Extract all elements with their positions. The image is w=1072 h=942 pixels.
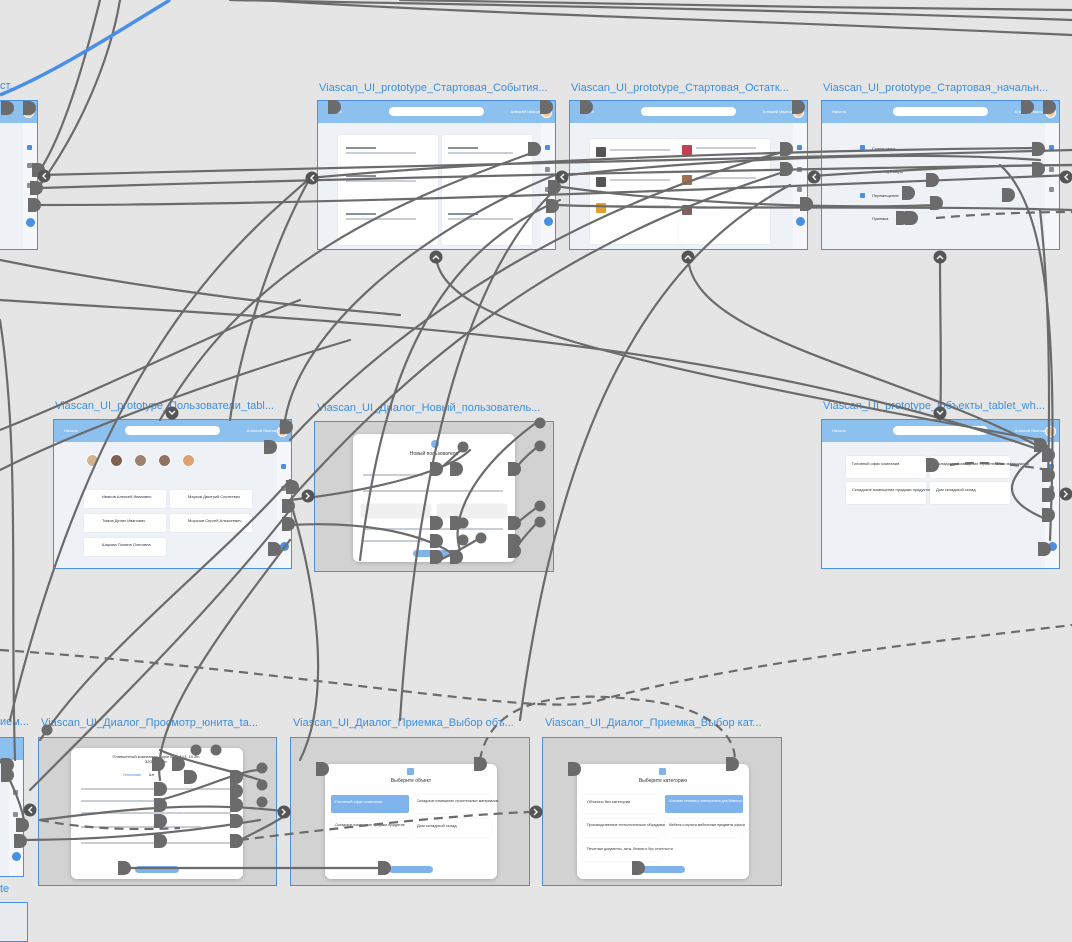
connection-wire-dashed [0, 625, 1072, 705]
nav-arrow-right-icon [302, 490, 315, 503]
frame-title-left-fragment[interactable]: ст... [0, 80, 19, 92]
frame-title-left-fragment-3[interactable]: te [0, 883, 9, 895]
frame-title[interactable]: Viascan_UI_prototype_Стартовая_Остатк... [571, 82, 807, 94]
frame-title[interactable]: Viascan_UI_prototype_Стартовая_События..… [319, 82, 555, 94]
frame-title[interactable]: Viascan_UI_prototype_Стартовая_начальн..… [823, 82, 1059, 94]
nav-arrow-right-icon [530, 806, 543, 819]
frame-header [0, 101, 37, 123]
nav-arrow-left-icon [24, 804, 37, 817]
frame-sidebar [23, 123, 37, 249]
nav-arrow-left-icon [38, 170, 51, 183]
nav-arrow-up-icon [430, 251, 443, 264]
frame-dialog-priemka-obekt[interactable]: Выберите объект Головной офис компании С… [290, 737, 530, 886]
frame-dialog-novyi-polzovatel[interactable]: Новый пользователь [314, 421, 554, 572]
connection-wire [260, 0, 1072, 35]
frame-title-left-fragment-2[interactable]: ием... [0, 716, 29, 728]
frame-left-partial-top[interactable] [0, 100, 38, 250]
nav-arrow-up-icon [934, 251, 947, 264]
frame-startovaya-ostatki[interactable]: Начало Алексей Иванов [569, 100, 808, 250]
connection-wire [520, 185, 790, 720]
nav-arrow-up-icon [682, 251, 695, 264]
frame-polzovateli[interactable]: Начало Алексей Иванов Иванов Алексей Ива… [53, 419, 292, 569]
connection-wire [40, 0, 120, 185]
nav-arrow-right-icon [278, 806, 291, 819]
frame-left-partial-bottom[interactable] [0, 737, 24, 877]
connection-wire [40, 0, 100, 170]
frame-title[interactable]: Viascan_UI_Диалог_Просмотр_юнита_ta... [41, 717, 277, 729]
nav-arrow-left-icon [1060, 171, 1072, 184]
connection-wire [230, 178, 310, 420]
frame-title[interactable]: Viascan_UI_prototype_Объекты_tablet_wh..… [823, 400, 1059, 412]
frame-title[interactable]: Viascan_UI_Диалог_Приемка_Выбор кат... [545, 717, 781, 729]
connection-wire [400, 0, 1072, 10]
frame-dialog-priemka-kategoriya[interactable]: Выберите категорию Объекты без категории… [542, 737, 782, 886]
frame-title[interactable]: Viascan_UI_prototype_Пользователи_tabl..… [55, 400, 291, 412]
frame-startovaya-sobytiya[interactable]: Начало Алексей Иванов [317, 100, 556, 250]
frame-title[interactable]: Viascan_UI_Диалог_Приемка_Выбор объ... [293, 717, 529, 729]
connection-wire [0, 260, 400, 315]
connection-wire [940, 256, 941, 420]
frame-header: Начало Алексей Иванов [318, 101, 555, 123]
nav-arrow-left-icon [556, 171, 569, 184]
connection-wire [230, 0, 1072, 20]
frame-left-partial-3[interactable] [0, 902, 28, 942]
frame-title[interactable]: Viascan_UI_Диалог_Новый_пользователь... [317, 402, 553, 414]
frame-dialog-prosmotr-yunita[interactable]: Планшетный компьютер Apple iPad A13, 10.… [38, 737, 277, 886]
frame-obekty[interactable]: Начало Алексей Иванов Головной офис комп… [821, 419, 1060, 569]
frame-startovaya-nachalo[interactable]: Начало Алексей Иванов Сканировать Инвент… [821, 100, 1060, 250]
nav-arrow-left-icon [808, 171, 821, 184]
nav-arrow-right-icon [1060, 488, 1072, 501]
connection-wire [0, 320, 15, 760]
selected-connection-wire [0, 0, 170, 95]
